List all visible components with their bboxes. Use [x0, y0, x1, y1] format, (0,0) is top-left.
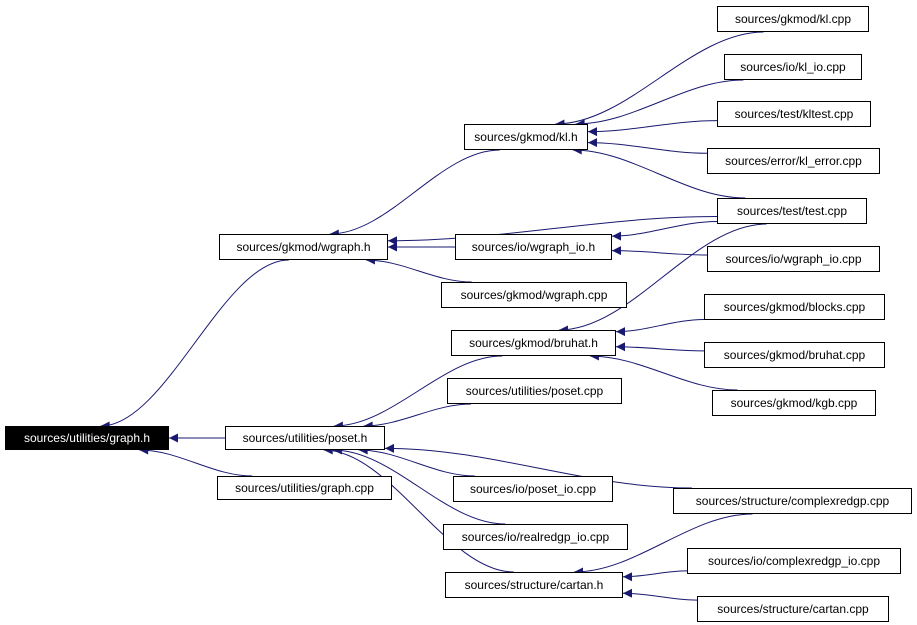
node-poset-h[interactable]: sources/utilities/poset.h: [225, 426, 385, 450]
edge-test-cpp-to-kl-h: [572, 145, 746, 199]
node-graph-h[interactable]: sources/utilities/graph.h: [5, 426, 169, 450]
node-complexredgp[interactable]: sources/structure/complexredgp.cpp: [673, 488, 912, 514]
edge-kl-io-to-kl-h: [575, 79, 744, 129]
node-kl-h[interactable]: sources/gkmod/kl.h: [464, 124, 588, 150]
node-bruhat-cpp[interactable]: sources/gkmod/bruhat.cpp: [704, 342, 885, 368]
edge-test-cpp-to-wgraph-h: [387, 216, 718, 246]
node-wgraph-io-cpp[interactable]: sources/io/wgraph_io.cpp: [707, 246, 880, 272]
node-poset-io[interactable]: sources/io/poset_io.cpp: [453, 476, 613, 502]
edge-poset-cpp-to-poset-h: [363, 403, 472, 431]
edge-bruhat-cpp-to-bruhat-h: [615, 342, 705, 352]
edge-poset-io-to-poset-h: [358, 445, 475, 477]
node-blocks-cpp[interactable]: sources/gkmod/blocks.cpp: [704, 294, 885, 320]
node-wgraph-cpp[interactable]: sources/gkmod/wgraph.cpp: [441, 282, 627, 308]
edge-kl-error-to-kl-h: [587, 138, 708, 154]
node-realredgp-io[interactable]: sources/io/realredgp_io.cpp: [443, 524, 628, 550]
edge-wgraph-io-cpp-to-wgraph-io-h: [611, 246, 708, 256]
edge-cartan-cpp-to-cartan-h: [622, 588, 698, 601]
edge-test-cpp-to-bruhat-h: [558, 223, 767, 335]
edge-kgb-cpp-to-bruhat-h: [589, 351, 738, 391]
edge-layer: [100, 31, 767, 601]
node-graph-cpp[interactable]: sources/utilities/graph.cpp: [217, 476, 392, 500]
node-kl-error[interactable]: sources/error/kl_error.cpp: [707, 148, 880, 174]
edge-kltest-to-kl-h: [587, 120, 718, 137]
node-kltest[interactable]: sources/test/kltest.cpp: [717, 101, 871, 127]
node-wgraph-io-h[interactable]: sources/io/wgraph_io.h: [455, 234, 612, 260]
edge-kl-h-to-wgraph-h: [329, 149, 500, 239]
node-complexredgp-io[interactable]: sources/io/complexredgp_io.cpp: [687, 548, 901, 574]
edge-wgraph-cpp-to-wgraph-h: [365, 255, 472, 283]
node-poset-cpp[interactable]: sources/utilities/poset.cpp: [447, 378, 622, 404]
edge-complexredgp-to-cartan-h: [574, 513, 753, 577]
node-cartan-cpp[interactable]: sources/structure/cartan.cpp: [697, 596, 889, 622]
edge-wgraph-h-to-graph-h: [100, 259, 289, 431]
node-wgraph-h[interactable]: sources/gkmod/wgraph.h: [219, 234, 388, 260]
node-kl-io[interactable]: sources/io/kl_io.cpp: [724, 54, 862, 80]
node-test-cpp[interactable]: sources/test/test.cpp: [717, 198, 867, 224]
edge-graph-cpp-to-graph-h: [139, 445, 253, 477]
node-kl-cpp[interactable]: sources/gkmod/kl.cpp: [717, 6, 869, 32]
edge-test-cpp-to-wgraph-io-h: [611, 220, 718, 241]
edge-complexredgp-io-to-cartan-h: [622, 570, 688, 582]
edge-blocks-cpp-to-bruhat-h: [615, 318, 705, 337]
node-cartan-h[interactable]: sources/structure/cartan.h: [445, 572, 623, 598]
edge-realredgp-io-to-poset-h: [332, 445, 506, 525]
edge-bruhat-h-to-poset-h: [333, 355, 503, 431]
edge-complexredgp-to-poset-h: [384, 443, 692, 489]
node-kgb-cpp[interactable]: sources/gkmod/kgb.cpp: [712, 390, 876, 416]
edge-cartan-h-to-poset-h: [323, 445, 514, 573]
node-bruhat-h[interactable]: sources/gkmod/bruhat.h: [451, 330, 616, 356]
